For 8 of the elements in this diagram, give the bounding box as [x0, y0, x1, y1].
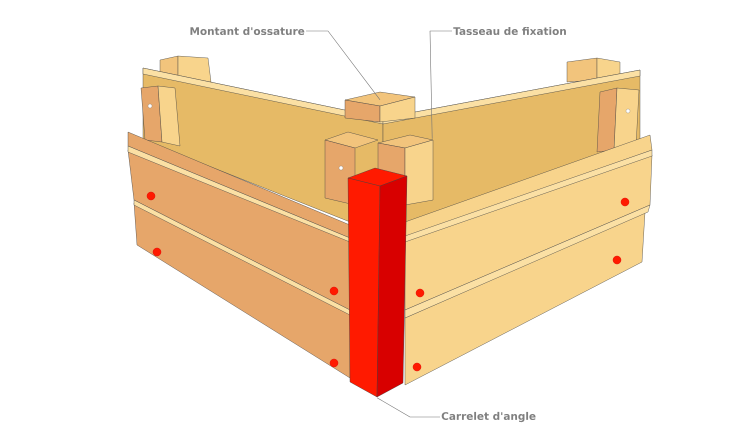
callout-label: Carrelet d'angle [442, 412, 536, 422]
leader-line [306, 30, 380, 100]
corner-post [348, 168, 408, 398]
leader-line [376, 397, 440, 418]
callout-label: Montant d'ossature [190, 26, 304, 36]
callout-label: Tasseau de fixation [453, 26, 566, 36]
leader-line [430, 30, 452, 140]
frame-post [344, 92, 416, 122]
